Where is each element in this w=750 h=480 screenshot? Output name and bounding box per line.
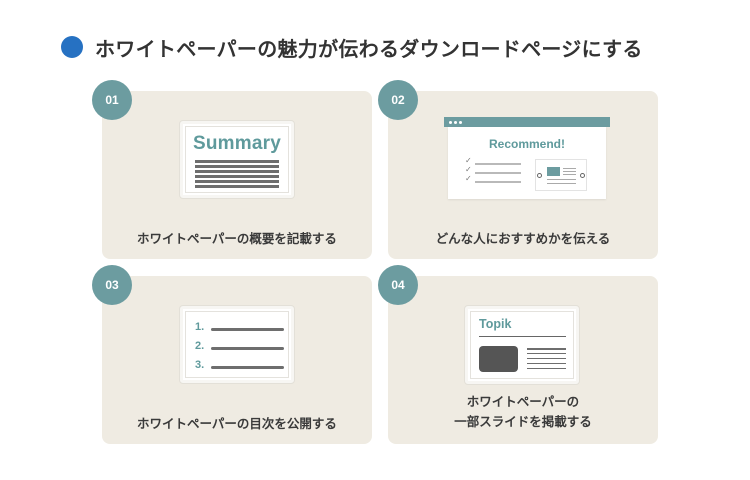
step-number-badge: 03 [92, 265, 132, 305]
slide-document-illustration: Topik [465, 306, 579, 384]
check-icon: ✓ [465, 174, 472, 183]
summary-document-illustration: Summary [180, 121, 294, 198]
card-caption: ホワイトペーパーの 一部スライドを掲載する [388, 392, 658, 432]
checklist-item: ✓ [465, 174, 525, 186]
card-summary: 01 Summary ホワイトペーパーの概要を記載する [92, 80, 372, 259]
topik-heading: Topik [479, 317, 512, 331]
carousel-slide-icon [535, 159, 587, 191]
checklist-item: ✓ [465, 165, 525, 177]
toc-item: 2. [195, 340, 287, 354]
browser-window-illustration: Recommend! ✓ ✓ ✓ [444, 117, 610, 199]
text-lines-icon [527, 348, 566, 372]
card-slide-preview: 04 Topik ホワイトペーパーの 一部スライドを掲載する [378, 265, 658, 444]
check-icon: ✓ [465, 165, 472, 174]
image-placeholder-icon [547, 167, 560, 176]
step-number-badge: 02 [378, 80, 418, 120]
caption-line-2: 一部スライドを掲載する [454, 414, 592, 429]
text-lines-icon [195, 160, 279, 190]
card-caption: ホワイトペーパーの目次を公開する [137, 416, 337, 431]
checklist-item: ✓ [465, 156, 525, 168]
page-title: ホワイトペーパーの魅力が伝わるダウンロードページにする [95, 36, 643, 61]
card-table-of-contents: 03 1. 2. 3. ホワイトペーパーの目次を公開する [92, 265, 372, 444]
image-placeholder-icon [479, 346, 518, 372]
carousel-prev-icon [537, 173, 542, 178]
step-number-badge: 01 [92, 80, 132, 120]
browser-titlebar [444, 117, 610, 127]
toc-item: 3. [195, 359, 287, 373]
card-caption: どんな人におすすめかを伝える [435, 231, 611, 246]
summary-heading: Summary [193, 133, 281, 154]
recommend-heading: Recommend! [488, 137, 565, 151]
caption-line-1: ホワイトペーパーの [466, 394, 580, 409]
carousel-next-icon [580, 173, 585, 178]
toc-item: 1. [195, 321, 287, 335]
card-recommend: 02 Recommend! ✓ ✓ ✓ どんな人におすすめかを伝える [378, 80, 658, 259]
card-caption: ホワイトペーパーの概要を記載する [137, 231, 337, 246]
check-icon: ✓ [465, 156, 472, 165]
toc-document-illustration: 1. 2. 3. [180, 306, 294, 383]
divider [479, 336, 566, 337]
step-number-badge: 04 [378, 265, 418, 305]
page-header: ホワイトペーパーの魅力が伝わるダウンロードページにする [61, 34, 643, 61]
bullet-circle-icon [61, 36, 83, 58]
